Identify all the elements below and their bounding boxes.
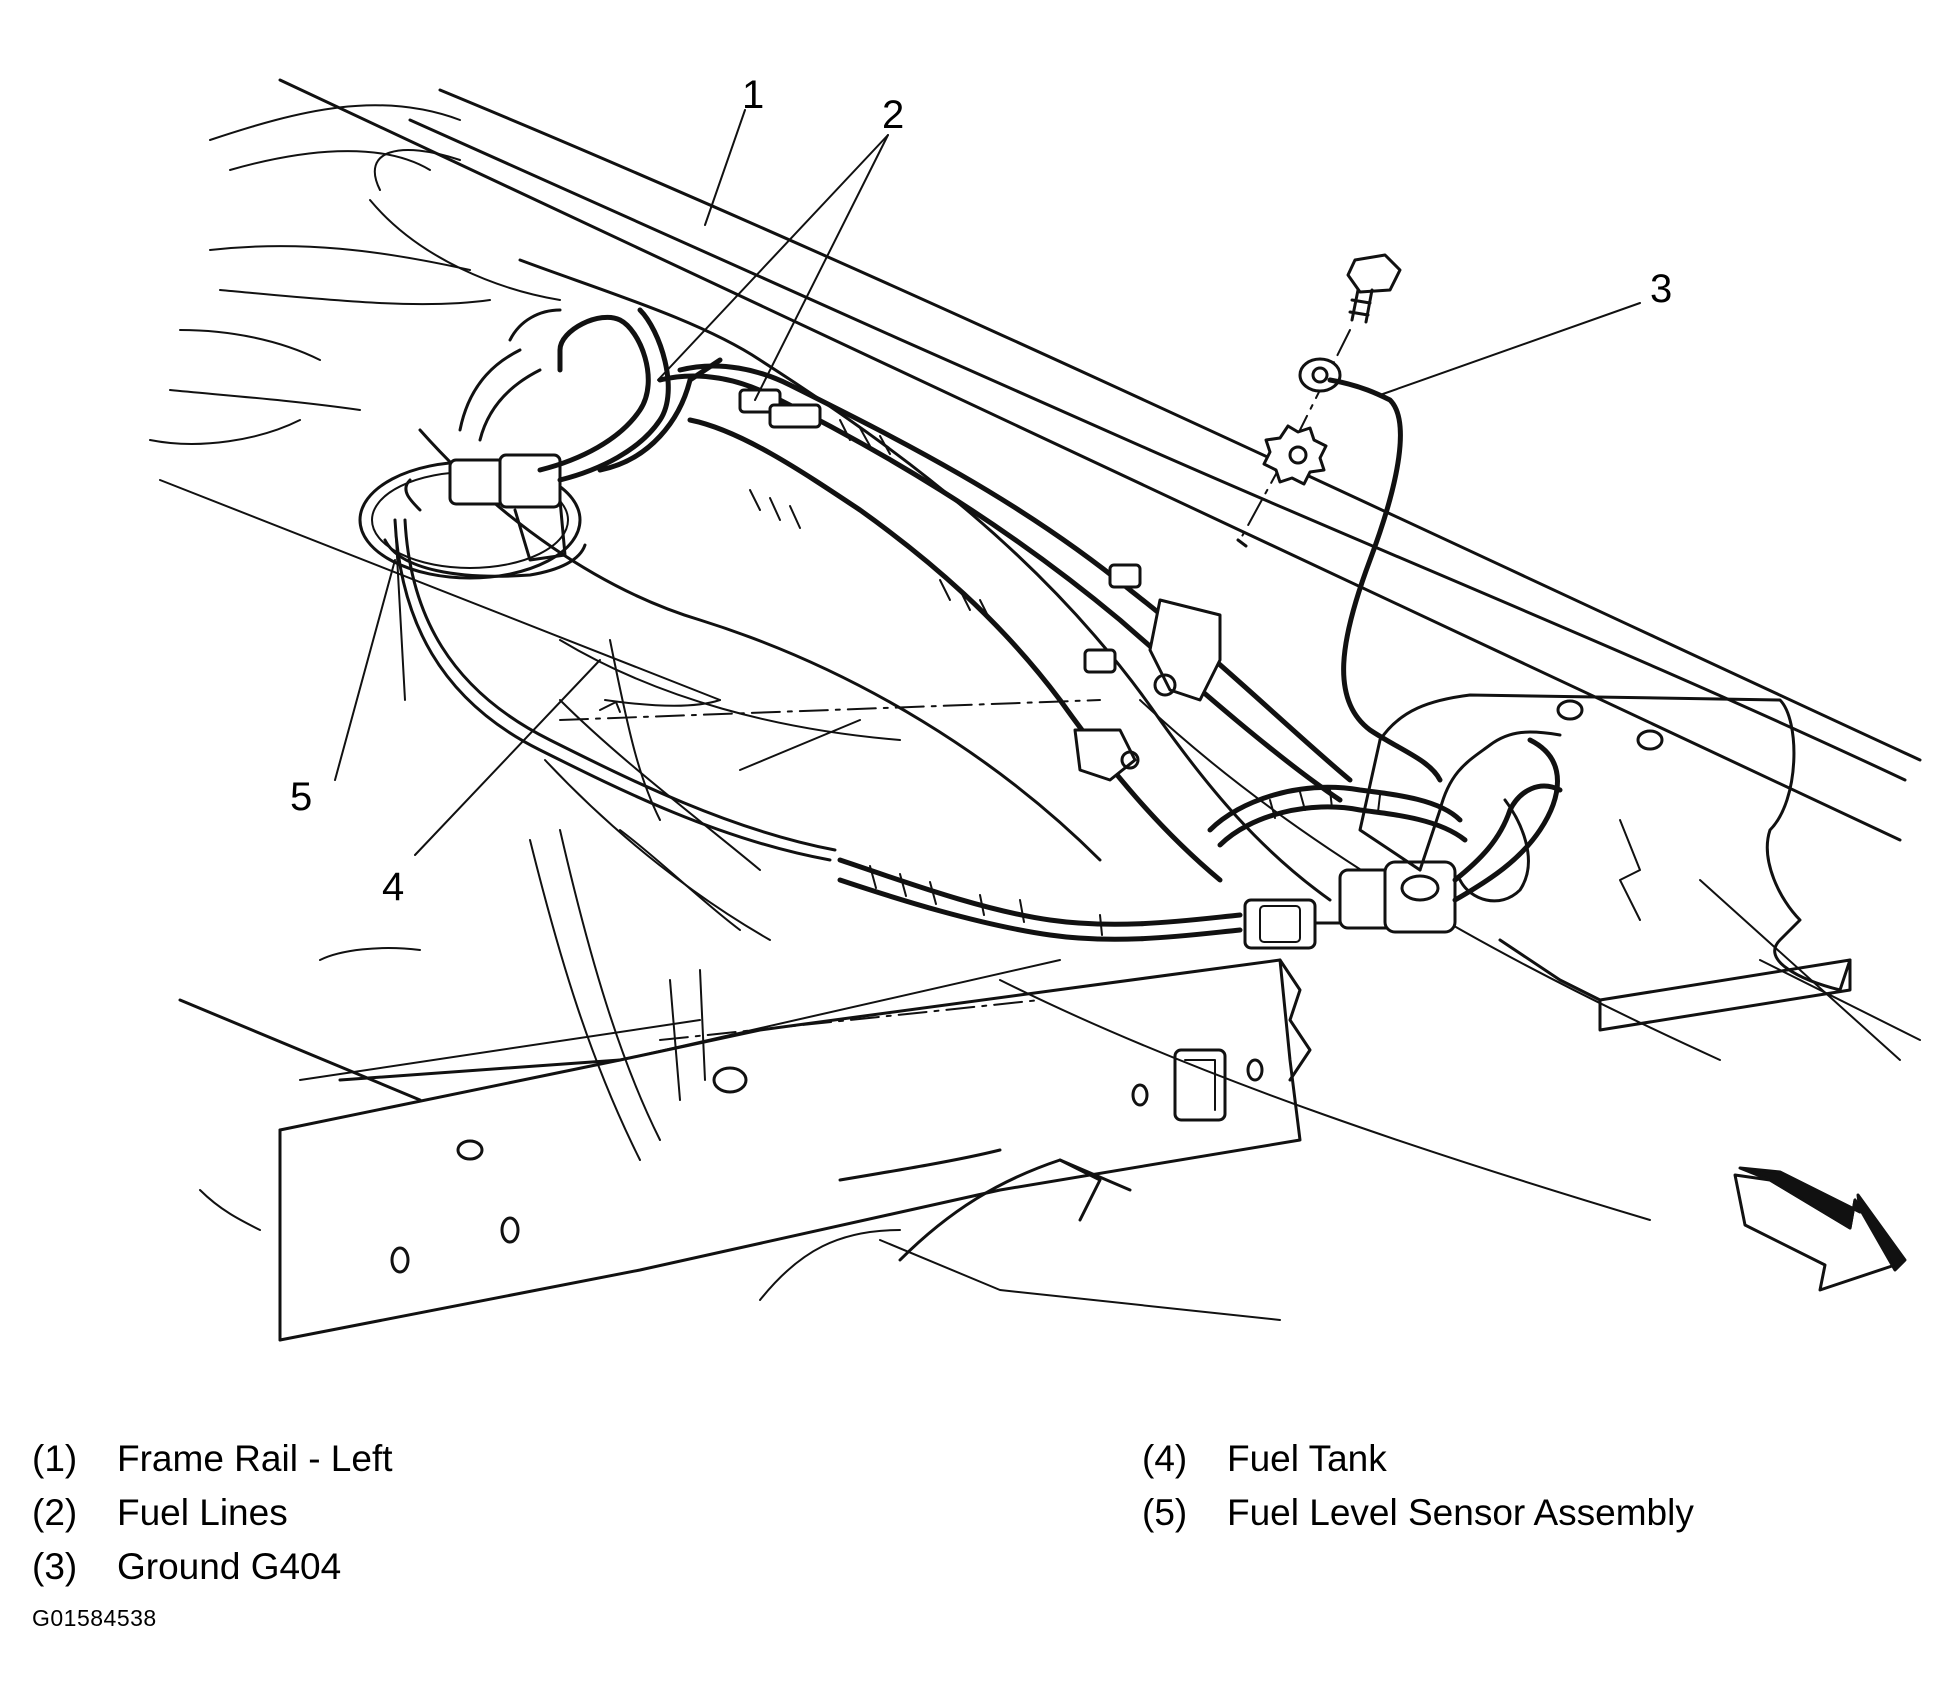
- legend-number: (4): [1142, 1438, 1188, 1479]
- legend-left-column: (1) Frame Rail - Left (2) Fuel Lines (3)…: [32, 1432, 393, 1594]
- wiring-harness: [393, 518, 1347, 950]
- ground-g404: [1236, 253, 1443, 783]
- legend-item: (2) Fuel Lines: [32, 1486, 393, 1540]
- legend-number: (2): [32, 1492, 78, 1533]
- legend-item: (4) Fuel Tank: [1142, 1432, 1694, 1486]
- legend-number: (3): [32, 1546, 78, 1587]
- fuel-tank-diagram: 1 2 3 4 5: [149, 73, 1922, 1342]
- direction-arrow-icon: [1733, 1166, 1907, 1292]
- floor-pan-contours: [149, 104, 1721, 1221]
- figure-id: G01584538: [32, 1605, 157, 1631]
- fuel-lines: [537, 307, 1353, 883]
- callout-5: 5: [290, 775, 312, 819]
- legend-item: (1) Frame Rail - Left: [32, 1432, 393, 1486]
- legend-number: (5): [1142, 1492, 1188, 1533]
- crossmember: [178, 947, 1312, 1342]
- callout-2: 2: [882, 93, 904, 137]
- legend-item: (5) Fuel Level Sensor Assembly: [1142, 1486, 1694, 1540]
- legend-label: Frame Rail - Left: [117, 1438, 393, 1479]
- fuel-tank: [418, 258, 1332, 1161]
- legend-label: Fuel Level Sensor Assembly: [1227, 1492, 1694, 1533]
- callout-4: 4: [382, 865, 404, 909]
- legend-label: Ground G404: [117, 1546, 342, 1587]
- frame-bracket: [1358, 693, 1852, 1032]
- legend-label: Fuel Lines: [117, 1492, 288, 1533]
- callout-3: 3: [1650, 267, 1672, 311]
- legend-item: (3) Ground G404: [32, 1540, 393, 1594]
- callout-1: 1: [742, 73, 764, 117]
- legend-number: (1): [32, 1438, 78, 1479]
- legend-label: Fuel Tank: [1227, 1438, 1387, 1479]
- legend-right-column: (4) Fuel Tank (5) Fuel Level Sensor Asse…: [1142, 1432, 1694, 1540]
- frame-rail-left: [278, 78, 1922, 1061]
- callout-leaders: [334, 109, 1641, 856]
- fuel-level-sensor-assembly: [358, 308, 587, 580]
